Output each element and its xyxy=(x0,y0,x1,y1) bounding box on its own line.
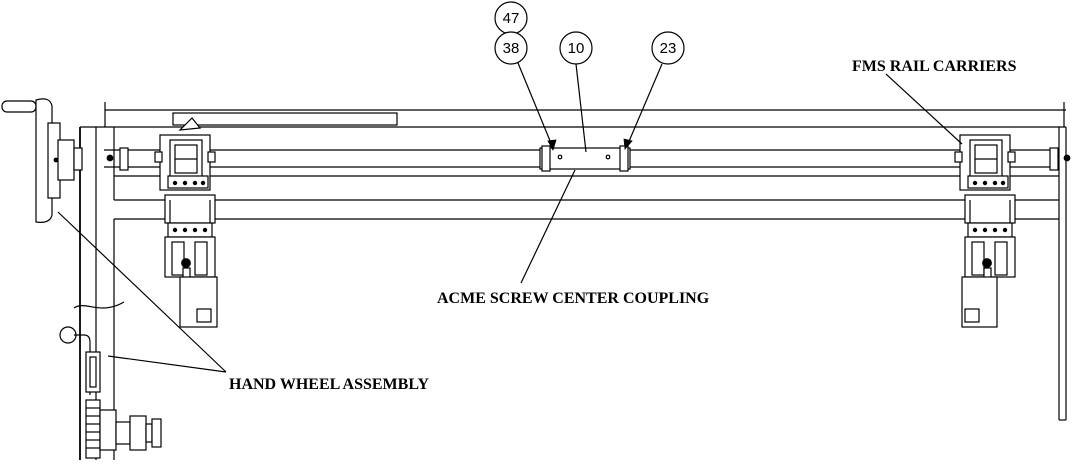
svg-text:10: 10 xyxy=(568,40,585,57)
fms-rail-carriers-label: FMS RAIL CARRIERS xyxy=(852,58,1017,75)
leader-lines xyxy=(57,62,963,373)
center-coupling xyxy=(539,145,631,172)
drive-assembly xyxy=(59,326,162,459)
svg-text:23: 23 xyxy=(660,40,677,57)
svg-text:38: 38 xyxy=(503,40,520,57)
balloon-38: 38 xyxy=(494,31,528,65)
right-rail-carrier xyxy=(954,134,1016,328)
svg-text:47: 47 xyxy=(503,10,520,27)
balloon-group: 47 38 10 23 xyxy=(494,1,685,65)
balloon-47: 47 xyxy=(494,1,528,35)
acme-screw xyxy=(104,145,1071,172)
hand-wheel-assembly-label: HAND WHEEL ASSEMBLY xyxy=(229,376,430,393)
balloon-23: 23 xyxy=(651,31,685,65)
left-rail-carrier xyxy=(154,117,218,328)
hand-wheel xyxy=(1,98,83,223)
acme-screw-center-coupling-label: ACME SCREW CENTER COUPLING xyxy=(437,290,710,307)
balloon-10: 10 xyxy=(559,31,593,65)
